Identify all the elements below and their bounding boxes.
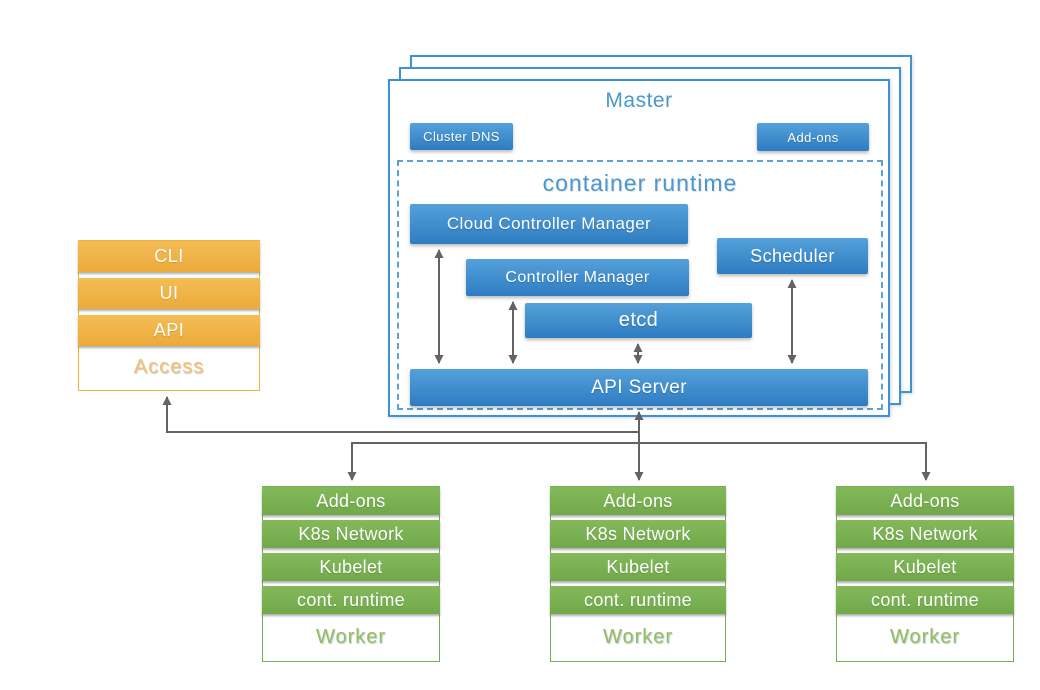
worker-title: Worker [889,626,961,648]
worker-item-addons: Add-ons [550,487,726,515]
container-runtime-title: container runtime [542,170,738,196]
access-item-cli: CLI [78,241,260,272]
worker-title: Worker [315,626,387,648]
worker-item-k8s-network: K8s Network [836,520,1014,548]
arrow-api-server-workers-1-3 [347,442,931,481]
worker-item-addons: Add-ons [262,487,440,515]
master-addons-box: Add-ons [757,123,869,151]
worker-item-k8s-network: K8s Network [262,520,440,548]
worker-item-kubelet: Kubelet [836,553,1014,581]
worker-item-kubelet: Kubelet [550,553,726,581]
api-server-box: API Server [410,369,868,406]
access-item-api: API [78,315,260,346]
master-title: Master [605,89,673,112]
worker-item-runtime: cont. runtime [550,586,726,614]
worker-item-runtime: cont. runtime [262,586,440,614]
worker-node-3: Add-ons K8s Network Kubelet cont. runtim… [836,486,1014,662]
worker-item-k8s-network: K8s Network [550,520,726,548]
controller-manager-box: Controller Manager [466,259,689,296]
worker-title: Worker [602,626,674,648]
worker-item-kubelet: Kubelet [262,553,440,581]
cluster-dns-box: Cluster DNS [410,123,513,150]
worker-item-addons: Add-ons [836,487,1014,515]
etcd-box: etcd [525,303,752,338]
worker-item-runtime: cont. runtime [836,586,1014,614]
master-node-box: Master Cluster DNS Add-ons container run… [388,79,890,417]
scheduler-box: Scheduler [717,238,868,274]
access-stack-box: CLI UI API Access [78,240,260,391]
worker-node-1: Add-ons K8s Network Kubelet cont. runtim… [262,486,440,662]
cloud-controller-manager-box: Cloud Controller Manager [410,204,688,244]
access-item-ui: UI [78,278,260,309]
worker-node-2: Add-ons K8s Network Kubelet cont. runtim… [550,486,726,662]
access-title: Access [133,355,205,378]
container-runtime-box: container runtime Cloud Controller Manag… [397,160,883,410]
